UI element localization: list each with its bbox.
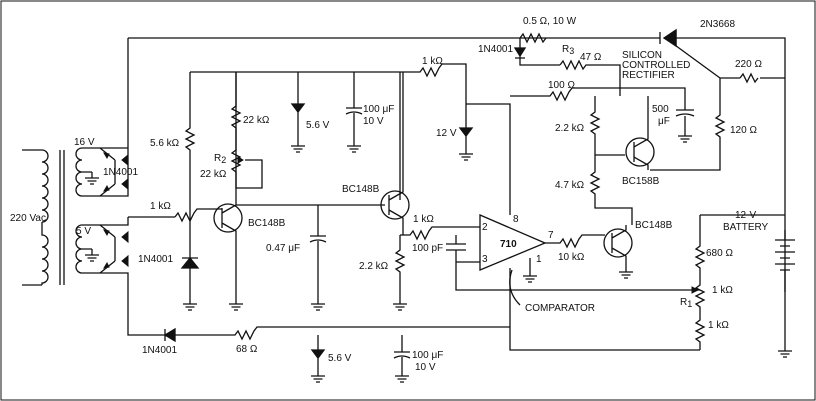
resistor-r3	[559, 59, 600, 71]
resistor-100	[510, 87, 695, 130]
label-c-500-b: μF	[658, 116, 670, 127]
label-r-22k: 22 kΩ	[243, 115, 270, 126]
label-z-56-top: 5.6 V	[306, 120, 330, 131]
label-scr-1: SILICON	[622, 50, 662, 61]
battery	[775, 230, 795, 345]
resistor-120	[650, 78, 726, 171]
comparator-pointer	[509, 269, 521, 306]
ic-710	[479, 214, 547, 271]
label-z-12v: 12 V	[436, 128, 457, 139]
cap-100u-top	[345, 72, 363, 140]
label-r-220: 220 Ω	[735, 59, 762, 70]
label-q-bc148b-mid: BC148B	[342, 184, 380, 195]
q-bc148b-mid	[380, 190, 410, 220]
q-bc148b-right	[603, 228, 633, 258]
scr-2n3668	[659, 28, 785, 79]
label-scr-3: RECTIFIER	[622, 70, 675, 81]
label-comparator: COMPARATOR	[525, 303, 595, 314]
label-r-47k: 4.7 kΩ	[555, 180, 585, 191]
cap-047	[236, 204, 385, 298]
label-c-047: 0.47 μF	[266, 243, 300, 254]
label-scr-2: CONTROLLED	[622, 60, 690, 71]
label-c-100u-top-b: 10 V	[363, 116, 384, 127]
bridge-16v	[84, 38, 129, 262]
label-r-120: 120 Ω	[730, 125, 757, 136]
label-z-56-bot: 5.6 V	[328, 353, 352, 364]
zener-12v	[458, 104, 474, 148]
transformer	[22, 147, 100, 286]
label-r-05: 0.5 Ω, 10 W	[523, 16, 577, 27]
resistor-220	[739, 72, 759, 84]
resistor-56k	[184, 72, 196, 298]
label-c-500-a: 500	[652, 104, 669, 115]
label-r-22k2: 2.2 kΩ	[555, 123, 585, 134]
r22k-r47k	[589, 96, 633, 225]
label-1n4001-bottom: 1N4001	[142, 345, 177, 356]
q-bc148b-left	[213, 203, 243, 233]
label-r-56k: 5.6 kΩ	[150, 138, 180, 149]
label-c-100u-bot-b: 10 V	[415, 362, 436, 373]
label-r-22k-bot: 2.2 kΩ	[359, 261, 389, 272]
rail-72	[190, 71, 401, 200]
label-pin8: 8	[513, 214, 519, 225]
label-pin2: 2	[482, 222, 488, 233]
divider-r1	[694, 214, 785, 350]
label-q-bc148b-right: BC148B	[635, 220, 673, 231]
label-c-100u-bot-a: 100 μF	[412, 350, 443, 361]
label-ic: 710	[500, 239, 517, 250]
label-t-220: 220 Vac	[10, 213, 46, 224]
label-c-100u-top-a: 100 μF	[363, 104, 394, 115]
resistor-05	[519, 32, 547, 44]
label-r-1k-left: 1 kΩ	[150, 201, 171, 212]
label-bat-a: 12-V	[735, 210, 756, 221]
resistor-1k-top	[400, 63, 511, 215]
label-pin3: 3	[482, 254, 488, 265]
label-c-100p: 100 pF	[412, 243, 443, 254]
cap-100u-bot	[393, 335, 411, 370]
label-pin7: 7	[548, 230, 554, 241]
cap-100p	[446, 235, 700, 291]
label-r-1k-bot: 1 kΩ	[708, 320, 729, 331]
label-r1-val: 1 kΩ	[712, 285, 733, 296]
label-r3: R3	[562, 44, 574, 56]
label-scr-part: 2N3668	[700, 19, 735, 30]
bridge-5v	[99, 217, 160, 336]
top-rail	[128, 37, 786, 292]
label-t-5v: 5 V	[76, 226, 91, 237]
label-pin1: 1	[536, 254, 542, 265]
label-r-10k: 10 kΩ	[558, 252, 585, 263]
comparator-bottom-wire	[509, 268, 700, 351]
label-r-68: 68 Ω	[236, 344, 258, 355]
label-1n4001-b: 1N4001	[138, 254, 173, 265]
label-bat-b: BATTERY	[723, 222, 769, 233]
label-r2-val: 22 kΩ	[200, 169, 227, 180]
label-q-bc148b-left: BC148B	[248, 218, 286, 229]
q-bc158b	[625, 137, 655, 167]
label-r-100: 100 Ω	[548, 80, 575, 91]
label-r2: R2	[214, 153, 226, 165]
label-q-bc158b: BC158B	[622, 176, 660, 187]
label-r-1k-comp: 1 kΩ	[413, 214, 434, 225]
label-r1: R1	[680, 297, 692, 309]
bottom-rail	[160, 326, 510, 343]
label-t-16v: 16 V	[74, 137, 95, 148]
label-r-680: 680 Ω	[706, 248, 733, 259]
label-1n4001-a: 1N4001	[103, 167, 138, 178]
label-1n4001-top: 1N4001	[478, 44, 513, 55]
label-r-1k-top: 1 kΩ	[422, 56, 443, 67]
label-r3-val: 47 Ω	[580, 52, 602, 63]
